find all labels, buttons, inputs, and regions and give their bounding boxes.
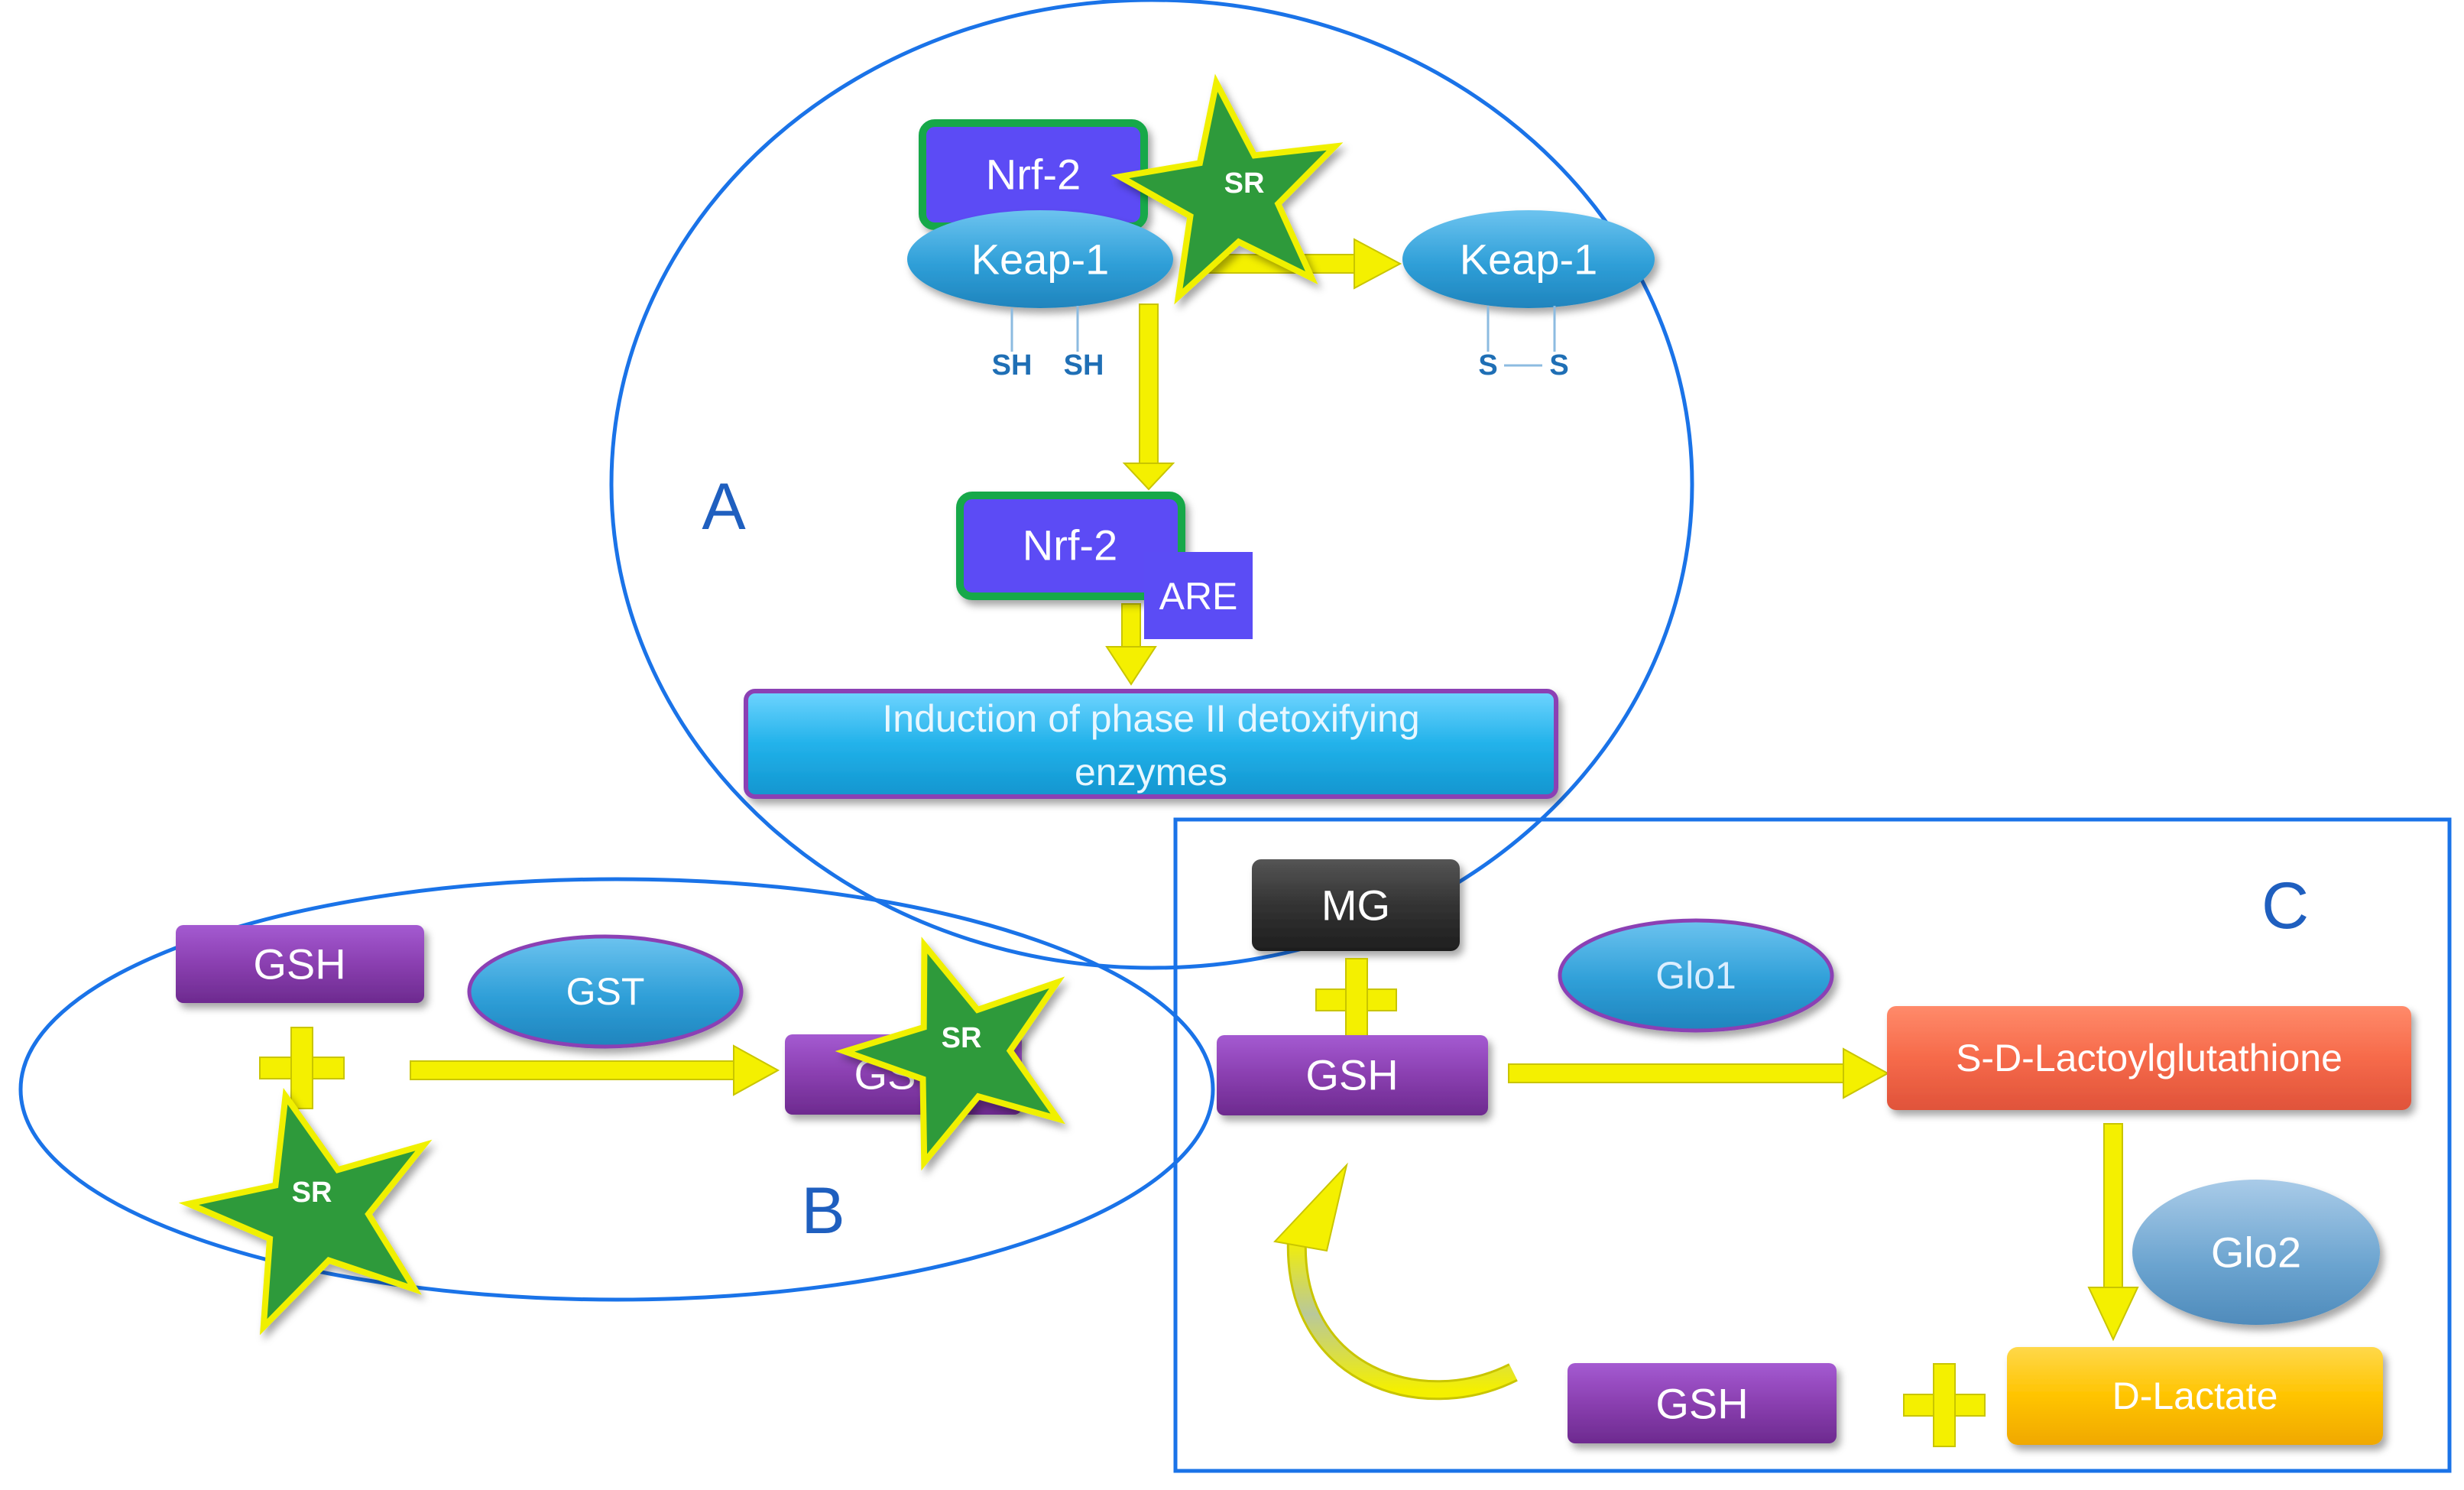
s-left-label: S: [1478, 349, 1497, 381]
gst-label: GST: [566, 970, 645, 1013]
sh-left-label: SH: [992, 349, 1033, 381]
keap1-left-label: Keap-1: [971, 235, 1110, 284]
glo1-label: Glo1: [1655, 954, 1736, 997]
arrow-gst-conjugation: [410, 1044, 780, 1096]
keap1-ellipse-left: Keap-1: [907, 210, 1173, 308]
sr-star-top: SR: [1110, 73, 1344, 305]
gsh-box-c: GSH: [1217, 1035, 1488, 1115]
glo2-label: Glo2: [2211, 1229, 2301, 1277]
sr-star-product: SR: [835, 937, 1065, 1171]
gsh-c-label: GSH: [1305, 1051, 1398, 1099]
glo2-ellipse: Glo2: [2132, 1180, 2380, 1325]
d-lactate-label: D-Lactate: [2112, 1375, 2278, 1417]
plus-sign-c-top: [1315, 958, 1397, 1040]
region-b-outline: [18, 877, 1215, 1302]
region-label-b: B: [801, 1174, 845, 1248]
mg-label: MG: [1321, 881, 1390, 930]
sr-top-label: SR: [1224, 167, 1265, 200]
keap1-ellipse-right: Keap-1: [1402, 210, 1655, 308]
plus-sign-c-bottom: [1903, 1363, 1986, 1447]
glo1-ellipse: Glo1: [1558, 918, 1834, 1033]
region-label-a: A: [702, 470, 746, 544]
region-label-c: C: [2261, 869, 2309, 943]
arrow-are-induction: [1105, 603, 1157, 686]
arrow-gsh-recycle: [1273, 1162, 1518, 1401]
induction-label-line1: Induction of phase II detoxifying: [882, 697, 1419, 740]
lactoyl-label: S-D-Lactoylglutathione: [1956, 1037, 2342, 1079]
mg-box: MG: [1252, 859, 1460, 951]
s-right-label: S: [1549, 349, 1568, 381]
gst-ellipse: GST: [467, 934, 744, 1049]
plus-sign-b: [259, 1027, 345, 1109]
arrow-glo2-reaction: [2087, 1123, 2139, 1342]
gsh-box-b: GSH: [176, 925, 424, 1003]
d-lactate-box: D-Lactate: [2007, 1347, 2383, 1445]
region-a-outline: [609, 0, 1694, 970]
nrf2-box-top: Nrf-2: [919, 119, 1148, 230]
arrow-glo1-reaction: [1508, 1047, 1890, 1099]
nrf2-bottom-label: Nrf-2: [1023, 521, 1117, 570]
sr-bottom-label: SR: [292, 1177, 332, 1209]
induction-label-line2: enzymes: [1075, 751, 1227, 794]
region-c-outline: [1173, 817, 2452, 1473]
are-box: ARE: [1144, 552, 1253, 639]
arrow-nrf2-release: [1122, 304, 1175, 491]
sh-right-label: SH: [1064, 349, 1104, 381]
induction-box: Induction of phase II detoxifying enzyme…: [744, 689, 1558, 799]
nrf2-top-label: Nrf-2: [986, 151, 1081, 199]
keap1-right-label: Keap-1: [1460, 235, 1598, 284]
gsh-box-recycled: GSH: [1568, 1363, 1837, 1443]
lactoyl-box: S-D-Lactoylglutathione: [1887, 1006, 2411, 1110]
are-label: ARE: [1159, 575, 1238, 618]
gsh-b-label: GSH: [253, 940, 345, 988]
sr-product-label: SR: [942, 1022, 982, 1054]
gsh-recycled-label: GSH: [1655, 1380, 1748, 1428]
nrf2-box-bottom: Nrf-2: [956, 492, 1185, 600]
sr-star-bottom: SR: [178, 1088, 433, 1336]
